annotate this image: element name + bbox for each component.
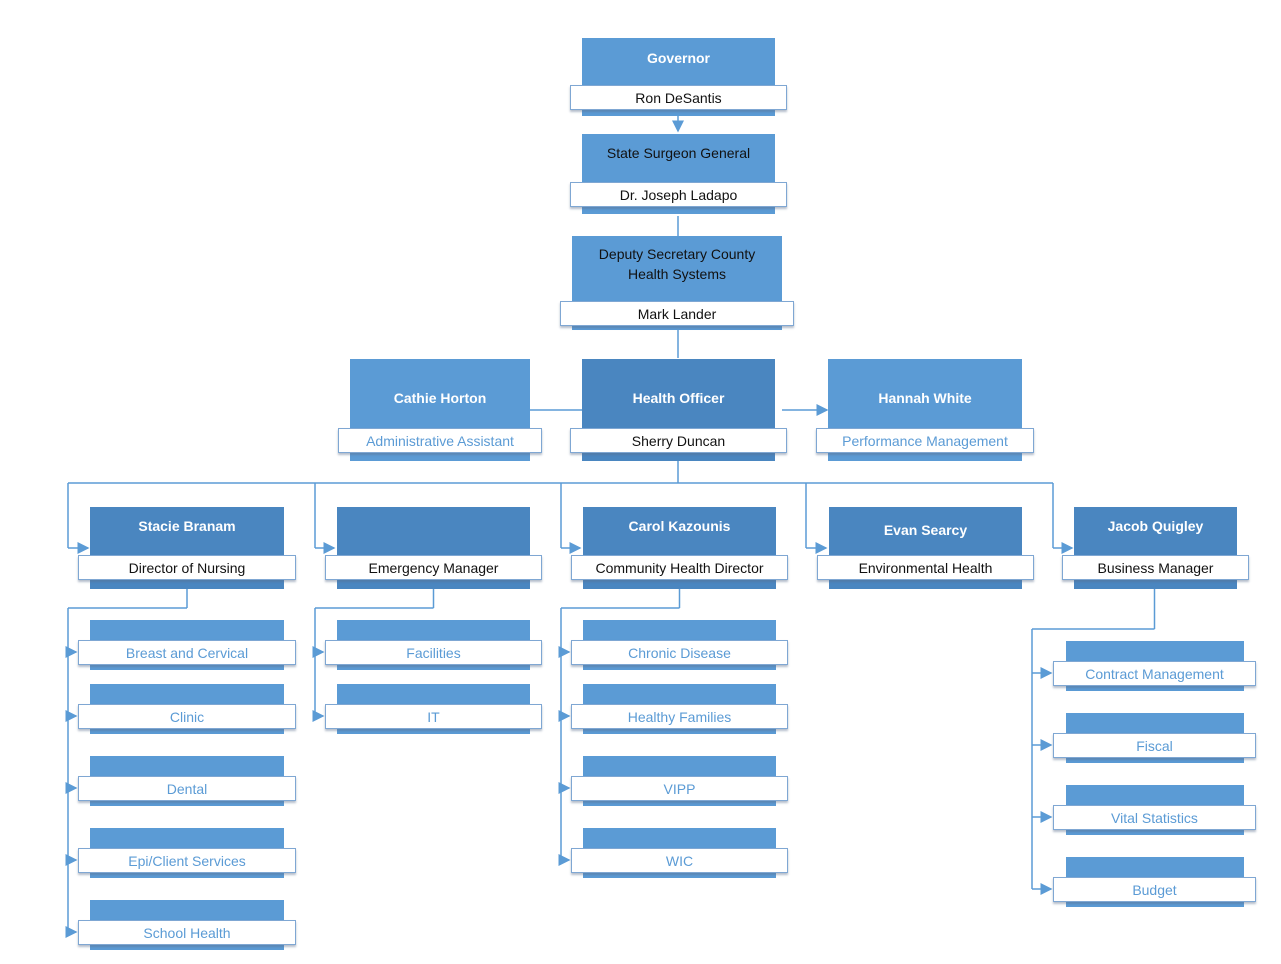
deputy-secretary-node: Deputy Secretary County Health Systems M… <box>560 236 794 332</box>
node-title: State Surgeon General <box>606 145 751 161</box>
health-officer-node: Health Officer Sherry Duncan <box>570 359 787 463</box>
unit-label: Healthy Families <box>571 704 788 729</box>
unit-label: VIPP <box>571 776 788 801</box>
division-name: Stacie Branam <box>138 518 236 534</box>
node-name: Dr. Joseph Ladapo <box>570 182 787 207</box>
node-title: Governor <box>646 50 710 66</box>
unit-label: Dental <box>78 776 296 801</box>
unit-node: Epi/Client Services <box>78 828 296 884</box>
unit-node: Dental <box>78 756 296 812</box>
unit-label: Epi/Client Services <box>78 848 296 873</box>
division-name: Carol Kazounis <box>628 518 731 534</box>
unit-label: IT <box>325 704 542 729</box>
surgeon-general-node: State Surgeon General Dr. Joseph Ladapo <box>570 134 787 216</box>
unit-node: Facilities <box>325 620 542 676</box>
unit-node: IT <box>325 684 542 740</box>
node-role: Administrative Assistant <box>338 428 542 453</box>
unit-label: School Health <box>78 920 296 945</box>
unit-label: Contract Management <box>1053 661 1256 686</box>
performance-management-node: Hannah White Performance Management <box>816 359 1034 463</box>
node-name: Ron DeSantis <box>570 85 787 110</box>
unit-label: Chronic Disease <box>571 640 788 665</box>
node-name: Mark Lander <box>560 301 794 326</box>
unit-node: Clinic <box>78 684 296 740</box>
governor-node: Governor Ron DeSantis <box>570 38 787 118</box>
unit-node: Vital Statistics <box>1053 785 1256 841</box>
node-title: Hannah White <box>878 390 972 406</box>
division-business: Jacob Quigley Business Manager <box>1062 507 1249 591</box>
division-name <box>325 507 542 545</box>
division-nursing: Stacie Branam Director of Nursing <box>78 507 296 591</box>
unit-node: Chronic Disease <box>571 620 788 676</box>
unit-node: School Health <box>78 900 296 956</box>
unit-label: Vital Statistics <box>1053 805 1256 830</box>
division-emergency: Emergency Manager <box>325 507 542 591</box>
division-role: Business Manager <box>1062 555 1249 580</box>
unit-node: WIC <box>571 828 788 884</box>
unit-node: Budget <box>1053 857 1256 913</box>
division-role: Emergency Manager <box>325 555 542 580</box>
division-role: Environmental Health <box>817 555 1034 580</box>
unit-label: Budget <box>1053 877 1256 902</box>
unit-label: Clinic <box>78 704 296 729</box>
unit-label: Fiscal <box>1053 733 1256 758</box>
node-title: Health Officer <box>632 390 725 406</box>
division-role: Community Health Director <box>571 555 788 580</box>
node-title: Cathie Horton <box>393 390 487 406</box>
division-community-health: Carol Kazounis Community Health Director <box>571 507 788 591</box>
unit-node: Breast and Cervical <box>78 620 296 676</box>
division-environmental: Evan Searcy Environmental Health <box>817 507 1034 591</box>
unit-label: Facilities <box>325 640 542 665</box>
unit-label: WIC <box>571 848 788 873</box>
admin-assistant-node: Cathie Horton Administrative Assistant <box>338 359 542 463</box>
unit-node: Healthy Families <box>571 684 788 740</box>
division-role: Director of Nursing <box>78 555 296 580</box>
division-name: Jacob Quigley <box>1107 518 1204 534</box>
unit-label: Breast and Cervical <box>78 640 296 665</box>
division-name: Evan Searcy <box>883 522 968 538</box>
node-name: Sherry Duncan <box>570 428 787 453</box>
node-title: Deputy Secretary County Health Systems <box>598 246 756 282</box>
node-role: Performance Management <box>816 428 1034 453</box>
unit-node: Fiscal <box>1053 713 1256 769</box>
unit-node: VIPP <box>571 756 788 812</box>
unit-node: Contract Management <box>1053 641 1256 697</box>
